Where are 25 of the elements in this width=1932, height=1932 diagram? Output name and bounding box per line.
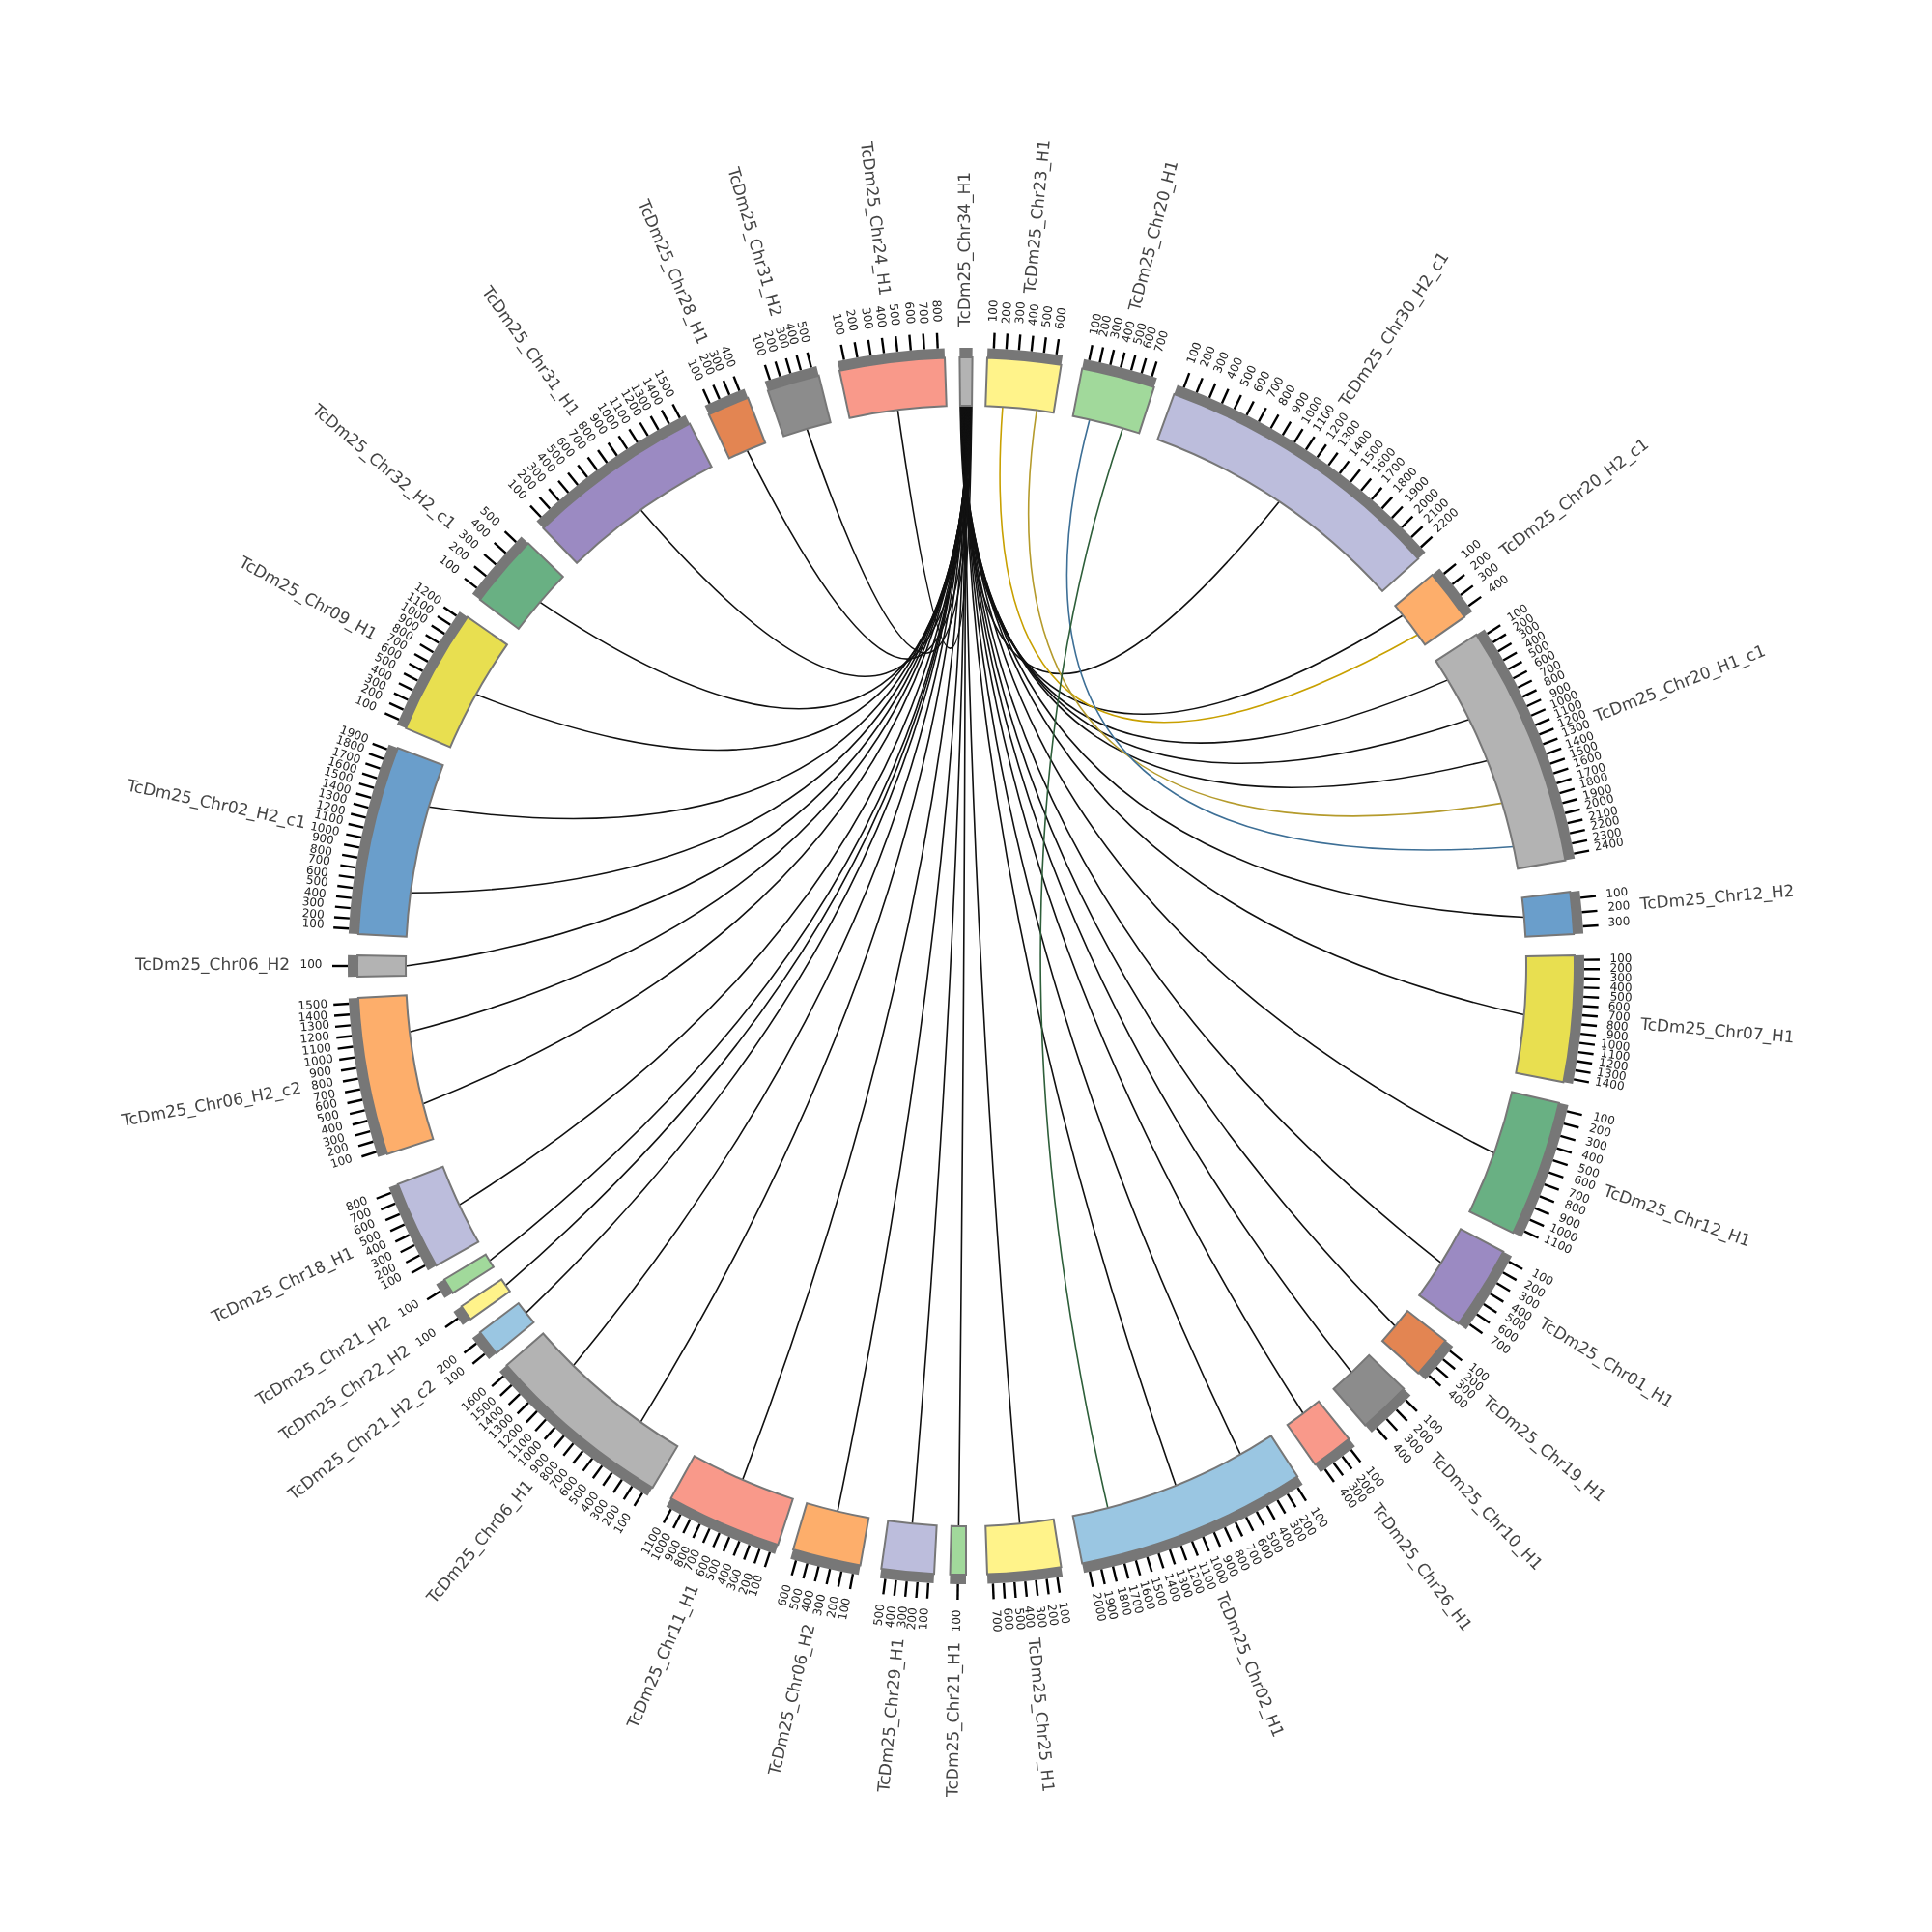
chromosome-label: TcDm25_Chr06_H2 — [135, 957, 290, 975]
chromosome-segment — [1515, 954, 1600, 1085]
chromosome-segment — [837, 332, 948, 419]
chromosome-segment — [984, 332, 1064, 414]
chromosome-label: TcDm25_Chr34_H1 — [957, 172, 975, 327]
chromosome-segment — [426, 1253, 495, 1301]
link-curve — [959, 405, 1281, 674]
chromosome-segment — [463, 1302, 535, 1365]
chromosome-segment — [879, 1520, 938, 1599]
chromosome-segment — [763, 352, 832, 438]
chromosome-segment — [444, 1278, 511, 1328]
link-curve — [1028, 409, 1503, 817]
chromosome-segment — [949, 1524, 967, 1600]
chromosome-segment — [984, 1518, 1064, 1600]
chromosome-label: TcDm25_Chr12_H2 — [1638, 885, 1795, 916]
chromosome-segment — [790, 1502, 870, 1590]
chromosome-label: TcDm25_Chr21_H1 — [947, 1641, 966, 1798]
chromosome-segment — [701, 376, 767, 460]
chromosome-label: TcDm25_Chr25_H1 — [1022, 1637, 1054, 1794]
chromosome-segment — [1520, 891, 1599, 938]
chromosome-segment — [958, 348, 974, 408]
chromosome-segment — [332, 954, 408, 978]
link-curve — [1065, 418, 1515, 851]
link-curve — [1039, 427, 1124, 1509]
link-curve — [896, 405, 973, 649]
